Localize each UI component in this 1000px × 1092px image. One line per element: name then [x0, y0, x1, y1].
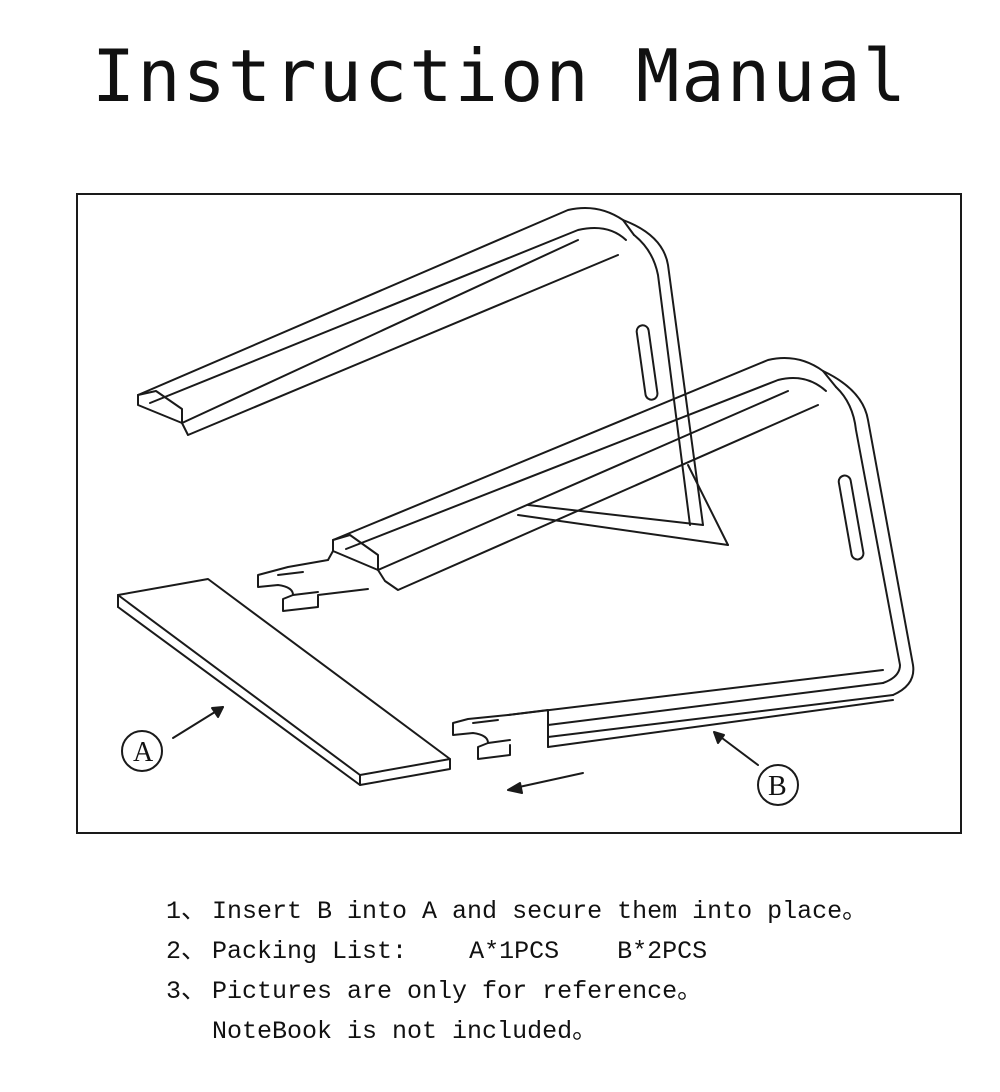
instruction-notes: 1、Insert B into A and secure them into p…	[106, 852, 986, 1046]
packing-item-a: A*1PCS	[469, 937, 560, 966]
step-text: Insert B into A and secure them into pla…	[212, 897, 868, 926]
base-plate-a	[117, 578, 451, 786]
label-b-text: B	[768, 771, 787, 802]
label-b-circle	[757, 764, 799, 806]
page-title: Instruction Manual	[91, 34, 909, 118]
step-text-continuation: NoteBook is not included。	[212, 1017, 598, 1046]
arrow-to-b	[713, 731, 759, 766]
instruction-step-3: 3、Pictures are only for reference。	[106, 932, 986, 1006]
label-a-text: A	[133, 737, 154, 768]
assembly-diagram-frame: A B	[76, 193, 962, 834]
arrow-to-a	[172, 706, 224, 739]
step-number: 2、	[166, 937, 207, 966]
packing-item-b: B*2PCS	[617, 937, 708, 966]
instruction-step-3-continuation: NoteBook is not included。	[106, 972, 986, 1046]
bracket-b-rear	[137, 207, 704, 526]
instruction-step-1: 1、Insert B into A and secure them into p…	[106, 852, 986, 926]
bracket-b-rear-tab	[257, 550, 369, 612]
step-text: Packing List:	[212, 937, 408, 966]
label-a-circle	[121, 730, 163, 772]
assembly-diagram: A B	[117, 207, 915, 806]
insert-direction-arrow	[507, 772, 584, 794]
instruction-step-2: 2、Packing List: A*1PCS B*2PCS	[106, 892, 986, 966]
step-number: 1、	[166, 897, 207, 926]
bracket-b-front	[332, 357, 915, 760]
